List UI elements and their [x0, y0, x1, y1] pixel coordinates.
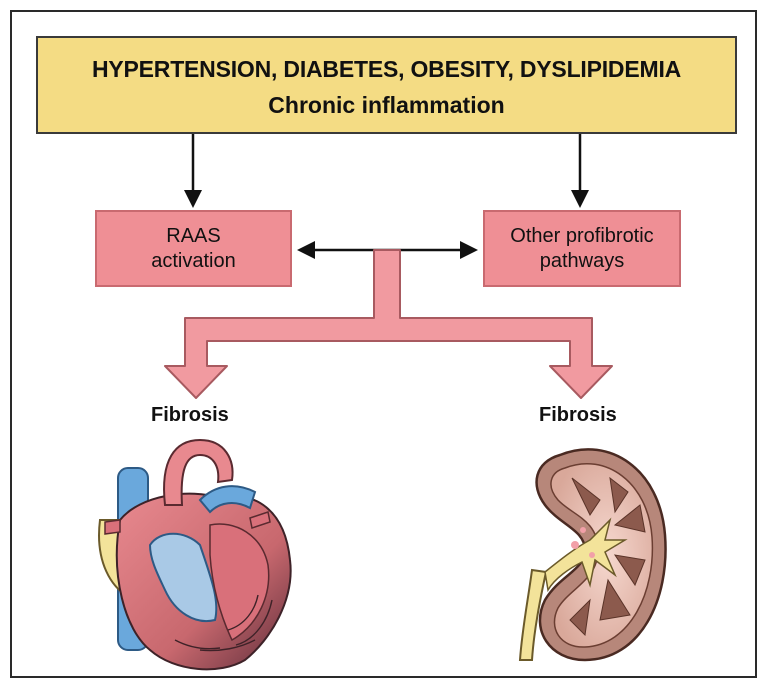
risk-factors-title: HYPERTENSION, DIABETES, OBESITY, DYSLIPI…: [91, 56, 682, 82]
raas-line1: RAAS: [166, 224, 221, 247]
kidney-fibrosis-label: Fibrosis: [539, 404, 617, 426]
raas-line2: activation: [151, 249, 236, 272]
other-profibrotic-box: Other profibrotic pathways: [483, 210, 681, 287]
fibrosis-split-arrow: [164, 249, 613, 399]
kidney-illustration: [518, 448, 667, 662]
heart-fibrosis-label: Fibrosis: [151, 404, 229, 426]
profibrotic-line2: pathways: [539, 249, 625, 272]
heart-illustration: [98, 438, 292, 671]
risk-factors-subtitle: Chronic inflammation: [268, 92, 505, 118]
raas-activation-box: RAAS activation: [95, 210, 292, 287]
arrow-to-raas: [184, 134, 202, 208]
arrow-to-profibrotic: [571, 134, 589, 208]
risk-factors-box: HYPERTENSION, DIABETES, OBESITY, DYSLIPI…: [36, 36, 737, 134]
profibrotic-line1: Other profibrotic: [510, 224, 654, 247]
